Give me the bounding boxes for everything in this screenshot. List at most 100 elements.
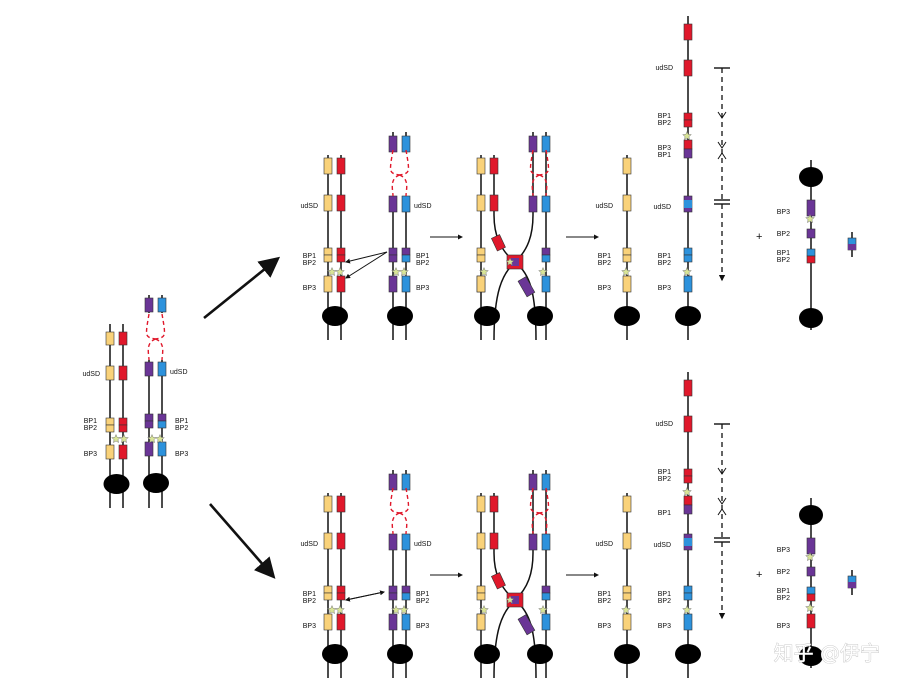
segment [683, 379, 693, 397]
breakpoint-label: BP1 [658, 253, 671, 260]
recombinant-segment [511, 258, 519, 266]
segment-bottom [118, 424, 128, 433]
centromere [103, 474, 130, 494]
segment [401, 473, 411, 491]
segment-top [401, 585, 411, 594]
segment [401, 195, 411, 213]
segment [528, 135, 538, 153]
segment-top [476, 585, 486, 594]
loop-dashed [531, 174, 540, 197]
breakpoint-star-icon [682, 266, 692, 277]
udsd-label: udSD [655, 65, 673, 72]
segment [323, 613, 333, 631]
centromere [474, 306, 500, 326]
chevron-up-icon [717, 508, 727, 516]
segment-bottom [401, 254, 411, 263]
breakpoint-star-icon [399, 266, 409, 277]
segment [684, 200, 692, 208]
centromere [387, 644, 413, 664]
segment [622, 613, 632, 631]
segment [118, 331, 128, 346]
breakpoint-label: BP1 [658, 591, 671, 598]
centromere [675, 644, 701, 664]
segment [476, 194, 486, 212]
segment [684, 538, 692, 546]
segment-bottom [683, 148, 693, 159]
centromere [799, 167, 823, 187]
loop-dashed [531, 512, 540, 535]
breakpoint-label: BP1 [658, 152, 671, 159]
centromere [322, 644, 348, 664]
segment [157, 297, 167, 313]
segment-bottom [683, 254, 693, 263]
segment [683, 23, 693, 41]
loop-dashed [529, 487, 540, 514]
loop-dashed [399, 149, 410, 176]
segment-bottom [622, 592, 632, 601]
breakpoint-star-icon [327, 604, 337, 615]
segment [848, 582, 856, 588]
loop-dashed [399, 487, 410, 514]
centromere [387, 306, 413, 326]
arrow-to-top-pathway [203, 256, 281, 320]
segment-top [806, 248, 816, 257]
segment [476, 157, 486, 175]
chevron-down-icon [717, 111, 727, 119]
centromere [322, 306, 348, 326]
segment [105, 331, 115, 346]
segment [806, 537, 816, 555]
udsd-label: udSD [595, 203, 613, 210]
udsd-label: udSD [653, 204, 671, 211]
segment-bottom [336, 254, 346, 263]
loop-dashed [399, 174, 408, 197]
segment-top [622, 585, 632, 594]
segment-top [683, 468, 693, 477]
chevron-down-icon [717, 467, 727, 475]
loop-dashed [147, 338, 156, 361]
segment [489, 157, 499, 175]
segment [157, 361, 167, 377]
segment-bottom [476, 254, 486, 263]
breakpoint-label: BP1 [658, 469, 671, 476]
segment [401, 533, 411, 551]
breakpoint-star-icon [682, 130, 692, 141]
bp3-label: BP3 [416, 285, 429, 292]
segment [144, 441, 154, 457]
segment-bottom [476, 592, 486, 601]
breakpoint-star-icon [621, 604, 631, 615]
segment [401, 135, 411, 153]
segment-bottom [683, 592, 693, 601]
segment [388, 135, 398, 153]
segment [388, 195, 398, 213]
arrow-to-bottom-pathway [209, 503, 276, 579]
centromere [143, 473, 169, 493]
bp3-label: BP3 [175, 451, 188, 458]
segment-top [323, 585, 333, 594]
loop-dashed [539, 174, 548, 197]
breakpoint-label: BP1 [303, 253, 316, 260]
segment [476, 275, 486, 293]
bp3-label: BP3 [777, 623, 790, 630]
recombinant-segment [511, 596, 519, 604]
bp2-label: BP2 [777, 569, 790, 576]
segment-top [336, 585, 346, 594]
breakpoint-star-icon [479, 266, 489, 277]
segment [848, 244, 856, 250]
breakpoint-label: BP2 [416, 260, 429, 267]
segment [388, 275, 398, 293]
segment [541, 275, 551, 293]
segment-top [683, 585, 693, 594]
recombinant-segment [517, 614, 536, 636]
breakpoint-star-icon [479, 604, 489, 615]
segment [388, 533, 398, 551]
segment [388, 473, 398, 491]
breakpoint-star-icon [805, 213, 815, 224]
centromere [527, 306, 553, 326]
plus-sign: + [756, 231, 762, 243]
pairing-arrow [345, 251, 388, 264]
breakpoint-label: BP2 [598, 260, 611, 267]
bp3-label: BP3 [416, 623, 429, 630]
segment [528, 533, 538, 551]
segment [489, 194, 499, 212]
segment [541, 473, 551, 491]
